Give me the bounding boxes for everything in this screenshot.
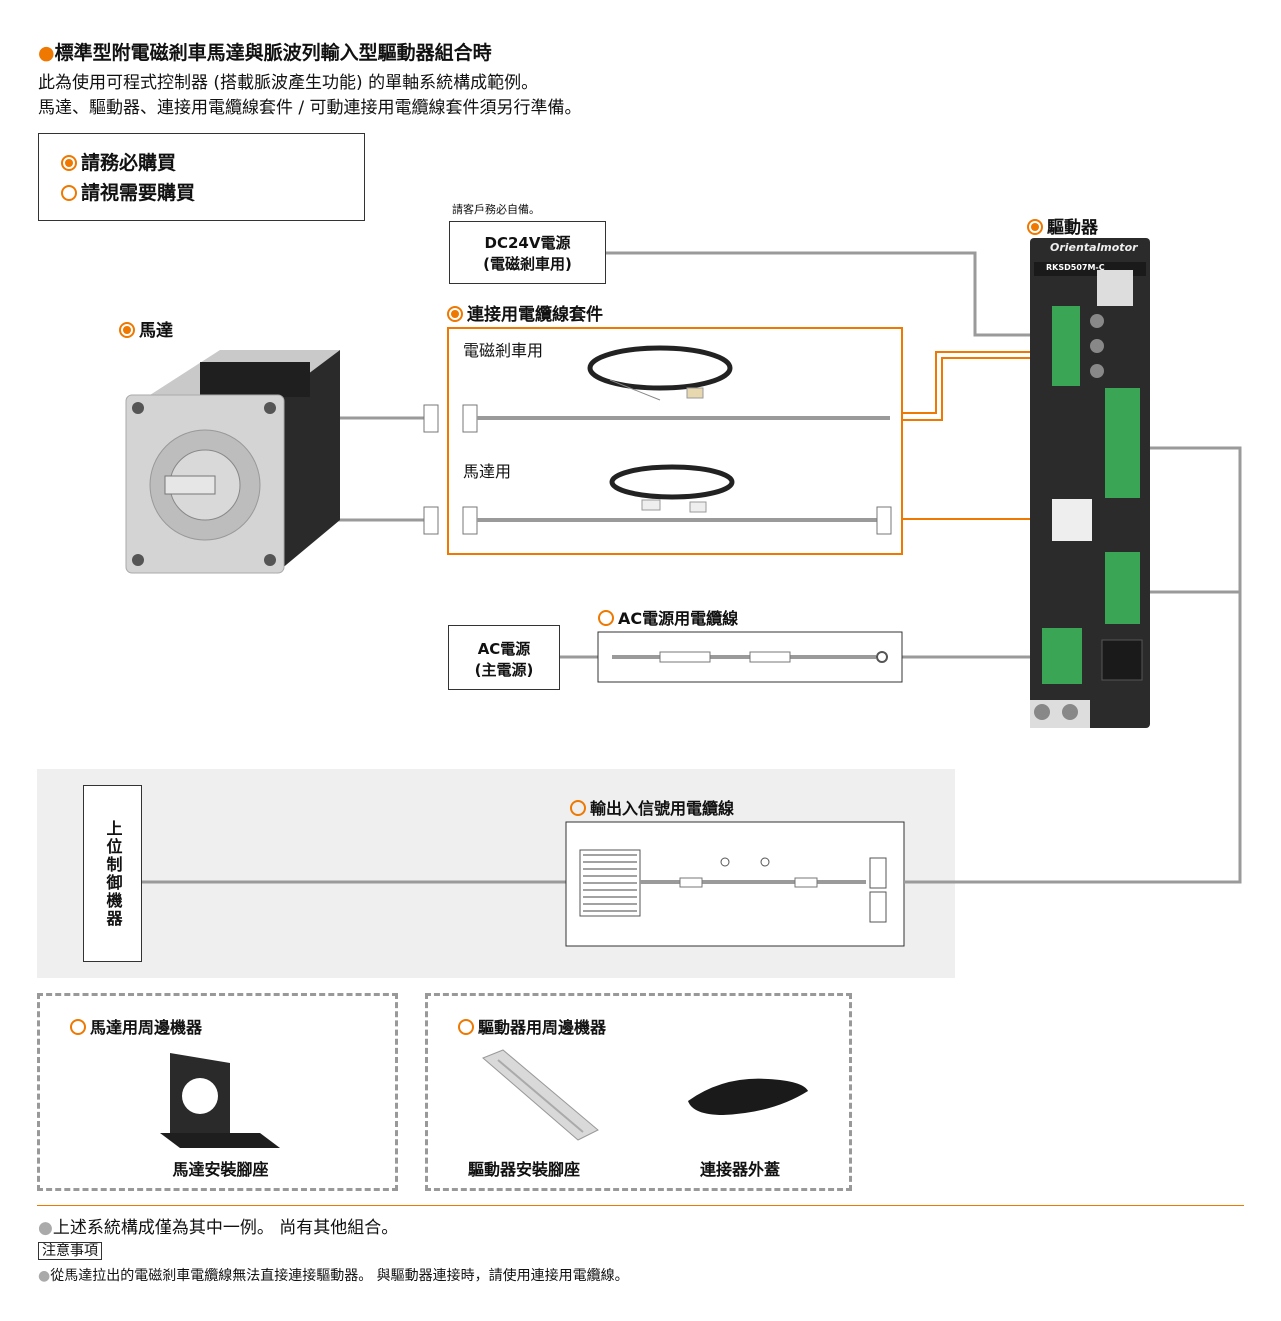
- ac-power-line1: AC電源: [477, 640, 531, 658]
- motor-accessory-label: 馬達用周邊機器: [70, 1014, 202, 1038]
- motor-label: 馬達: [119, 316, 173, 341]
- ac-cable-image: [597, 631, 903, 683]
- driver-image: [1030, 238, 1150, 728]
- host-label: 上位制御機器: [103, 819, 123, 928]
- orange-routing: [903, 351, 1050, 520]
- cable-kit-lines: [423, 345, 892, 535]
- footer-rule: [37, 1205, 1244, 1206]
- gray-bullet-icon: ●: [38, 1268, 51, 1284]
- required-icon: [119, 322, 135, 338]
- dc-power-line1: DC24V電源: [484, 234, 571, 252]
- ac-power-line2: (主電源): [474, 661, 534, 679]
- connector-cover-image: [688, 1078, 808, 1115]
- driver-brand: Orientalmotor: [1050, 241, 1138, 254]
- driver-mount-image: [482, 1049, 599, 1141]
- required-icon: [447, 306, 463, 322]
- brake-cable-label: 電磁剎車用: [463, 341, 544, 360]
- optional-icon: [70, 1019, 86, 1035]
- motor-mount-caption: 馬達安裝腳座: [172, 1160, 269, 1179]
- optional-icon: [598, 610, 614, 626]
- bullet-icon: ●: [38, 42, 55, 64]
- required-icon: [61, 155, 77, 171]
- driver-model: RKSD507M-C: [1046, 263, 1105, 272]
- host-box: 上位制御機器: [83, 785, 142, 962]
- page-title: ●標準型附電磁剎車馬達與脈波列輸入型驅動器組合時: [38, 42, 492, 64]
- caution-tag-wrap: 注意事項: [38, 1240, 102, 1260]
- ac-cable-label: AC電源用電纜線: [598, 605, 738, 629]
- driver-accessory-label: 驅動器用周邊機器: [458, 1014, 606, 1038]
- customer-note: 請客戶務必自備。: [452, 203, 540, 216]
- dc-power-line2: (電磁剎車用): [483, 255, 572, 273]
- dc-power-box: DC24V電源 (電磁剎車用): [449, 221, 606, 284]
- ac-power-box: AC電源 (主電源): [448, 625, 560, 690]
- connector-cover-caption: 連接器外蓋: [700, 1160, 781, 1179]
- legend-optional: 請視需要購買: [61, 178, 195, 205]
- cable-kit-box: [447, 327, 903, 555]
- motor-accessory-box: 馬達用周邊機器 馬達安裝腳座: [37, 993, 398, 1191]
- optional-icon: [570, 800, 586, 816]
- driver-accessory-box: 驅動器用周邊機器 驅動器安裝腳座 連接器外蓋: [425, 993, 852, 1191]
- cable-kit-label: 連接用電纜線套件: [447, 300, 603, 325]
- io-cable-label: 輸出入信號用電纜線: [570, 795, 734, 819]
- motor-mount-image: [160, 1053, 280, 1148]
- footnote: ●上述系統構成僅為其中一例。 尚有其他組合。: [38, 1218, 399, 1238]
- subtitle-line-1: 此為使用可程式控制器 (搭載脈波產生功能) 的單軸系統構成範例。: [38, 73, 539, 93]
- optional-icon: [61, 185, 77, 201]
- caution-text: ●從馬達拉出的電磁剎車電纜線無法直接連接驅動器。 與驅動器連接時，請使用連接用電…: [38, 1268, 629, 1284]
- motor-image: [125, 350, 340, 574]
- driver-label: 驅動器: [1027, 213, 1098, 238]
- optional-icon: [458, 1019, 474, 1035]
- driver-mount-caption: 驅動器安裝腳座: [468, 1160, 581, 1179]
- subtitle-line-2: 馬達、驅動器、連接用電纜線套件 / 可動連接用電纜線套件須另行準備。: [38, 98, 582, 118]
- required-icon: [1027, 219, 1043, 235]
- legend-required: 請務必購買: [61, 148, 176, 175]
- motor-cable-label: 馬達用: [463, 462, 512, 481]
- gray-bullet-icon: ●: [38, 1218, 53, 1238]
- caution-tag: 注意事項: [38, 1242, 102, 1260]
- legend-box: 請務必購買 請視需要購買: [38, 133, 365, 221]
